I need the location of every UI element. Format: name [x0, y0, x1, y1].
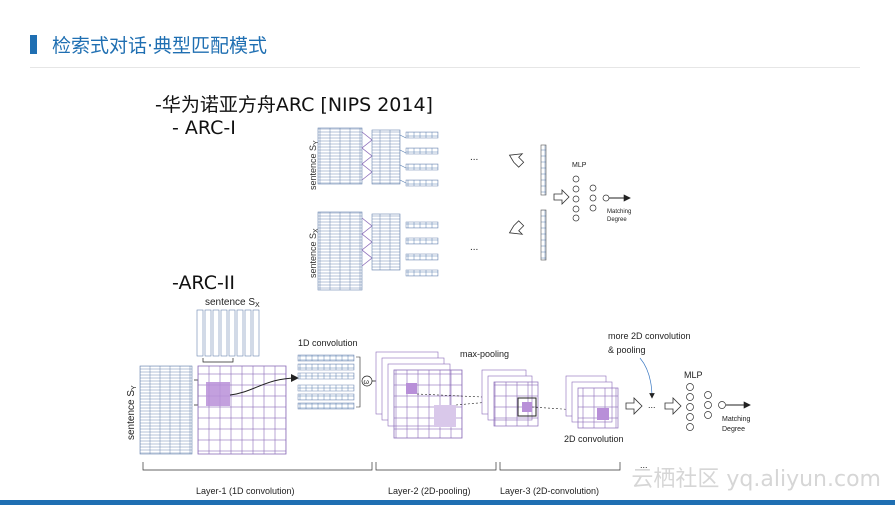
arc2-sentence-y-label: sentence SY [126, 385, 138, 440]
arc2-2d-conv-maps [565, 375, 619, 429]
arc1-mlp-label: MLP [572, 162, 587, 169]
arc2-layer2-maps [375, 351, 463, 439]
bottom-accent-bar [0, 500, 895, 505]
arc2-layer3-maps [481, 369, 539, 427]
arc2-interaction-grid [197, 365, 287, 455]
title-divider [30, 67, 860, 68]
arc2-2d-conv-label: 2D convolution [564, 434, 624, 444]
arc1-top-branch: sentence SY ... [308, 127, 478, 190]
arc1-embedding-top [317, 127, 363, 185]
arc2-matching-label: Matching [722, 416, 751, 423]
arc1-sentence-x-label: sentence SX [308, 228, 320, 278]
layer2-label: Layer-2 (2D-pooling) [388, 486, 471, 496]
arc1-vector-bottom [540, 209, 547, 261]
arc1-conv-top [371, 129, 401, 185]
arc2-1d-conv-label: 1D convolution [298, 338, 358, 348]
watermark: 云栖社区 yq.aliyun.com [631, 467, 881, 492]
svg-text:ω: ω [364, 379, 370, 386]
layer1-label: Layer-1 (1D convolution) [196, 486, 295, 496]
arc2-more-2d-label: more 2D convolution [608, 331, 691, 341]
arc2-mlp-label: MLP [684, 370, 703, 380]
arc2-sentence-y-rows [139, 365, 193, 455]
arc2-layer-dots: ... [640, 460, 648, 470]
arc1-conv-bottom [371, 213, 401, 271]
arc1-degree-label: Degree [607, 217, 627, 223]
arc2-degree-label: Degree [722, 426, 745, 433]
arc2-maxpool-label: max-pooling [460, 349, 509, 359]
arc2-ellipsis: ... [648, 400, 656, 410]
arc2-grid-highlight [206, 382, 230, 406]
arc-title: -华为诺亚方舟ARC [NIPS 2014] [155, 94, 433, 116]
arc1-ellipsis-bottom: ... [470, 242, 478, 253]
arc2-diagram: sentence SX sentence SY 1D convolution ω [126, 297, 751, 496]
layer3-label: Layer-3 (2D-convolution) [500, 486, 599, 496]
arc1-matching-label: Matching [607, 209, 631, 215]
slide-title: 检索式对话·典型匹配模式 [52, 35, 268, 57]
arc1-embedding-bottom [317, 211, 363, 291]
title-accent-bar [30, 35, 37, 54]
arc1-bottom-branch: sentence SX ... [308, 211, 478, 291]
arc1-sentence-y-label: sentence SY [308, 140, 320, 190]
arc1-heading: - ARC-I [172, 117, 236, 139]
arc2-sentence-x-label: sentence SX [205, 297, 260, 309]
arc1-ellipsis-top: ... [470, 152, 478, 163]
arc1-vector-top [540, 144, 547, 196]
arc2-heading: -ARC-II [172, 272, 236, 294]
arc1-merge: MLP Matching Degree [508, 144, 631, 261]
arc2-pooling-label: & pooling [608, 345, 646, 355]
